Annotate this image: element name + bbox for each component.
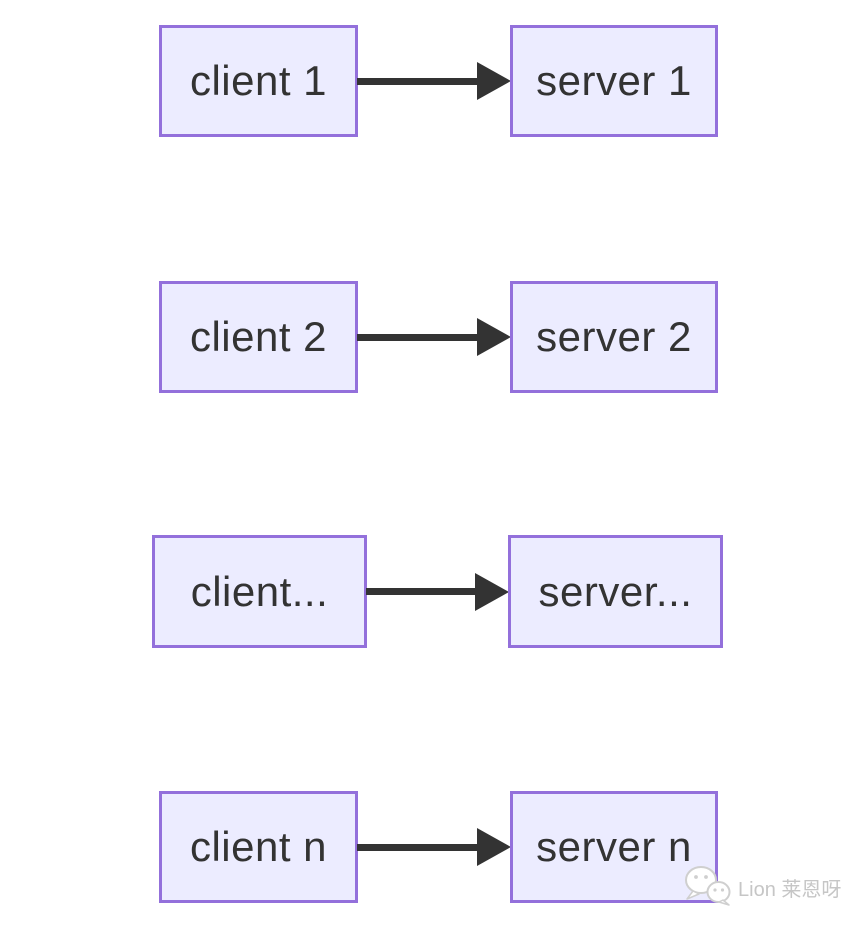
arrow-shaft bbox=[357, 843, 477, 851]
flow-row-3: client... server... bbox=[0, 535, 867, 648]
client-node-ellipsis: client... bbox=[152, 535, 367, 648]
server-node-ellipsis: server... bbox=[508, 535, 723, 648]
arrow-right-icon bbox=[357, 25, 511, 137]
flow-row-n: client n server n bbox=[0, 791, 867, 903]
flow-row-1: client 1 server 1 bbox=[0, 25, 867, 137]
wechat-icon bbox=[684, 864, 732, 911]
watermark-label: Lion 莱恩呀 bbox=[738, 879, 842, 901]
server-node-ellipsis-label: server... bbox=[538, 567, 693, 615]
arrow-right-icon bbox=[357, 791, 511, 903]
arrow-head bbox=[477, 828, 511, 866]
watermark: Lion 莱恩呀 bbox=[684, 864, 841, 911]
arrow-head bbox=[475, 572, 509, 611]
client-node-n: client n bbox=[159, 791, 358, 903]
server-node-1: server 1 bbox=[510, 25, 718, 137]
server-node-2: server 2 bbox=[510, 281, 718, 393]
arrow-head bbox=[477, 62, 511, 100]
arrow-shaft bbox=[366, 588, 475, 595]
client-node-2: client 2 bbox=[159, 281, 358, 393]
server-node-2-label: server 2 bbox=[536, 313, 692, 360]
server-node-n-label: server n bbox=[536, 823, 692, 870]
arrow-shaft bbox=[357, 333, 477, 341]
client-node-1: client 1 bbox=[159, 25, 358, 137]
flow-row-2: client 2 server 2 bbox=[0, 281, 867, 393]
arrow-shaft bbox=[357, 77, 477, 85]
client-node-2-label: client 2 bbox=[189, 313, 328, 360]
server-node-1-label: server 1 bbox=[536, 57, 692, 104]
arrow-head bbox=[477, 318, 511, 356]
arrow-right-icon bbox=[366, 535, 509, 648]
client-node-n-label: client n bbox=[189, 823, 328, 870]
client-node-1-label: client 1 bbox=[189, 57, 328, 104]
server-node-n: server n bbox=[510, 791, 718, 903]
client-node-ellipsis-label: client... bbox=[190, 567, 329, 615]
arrow-right-icon bbox=[357, 281, 511, 393]
